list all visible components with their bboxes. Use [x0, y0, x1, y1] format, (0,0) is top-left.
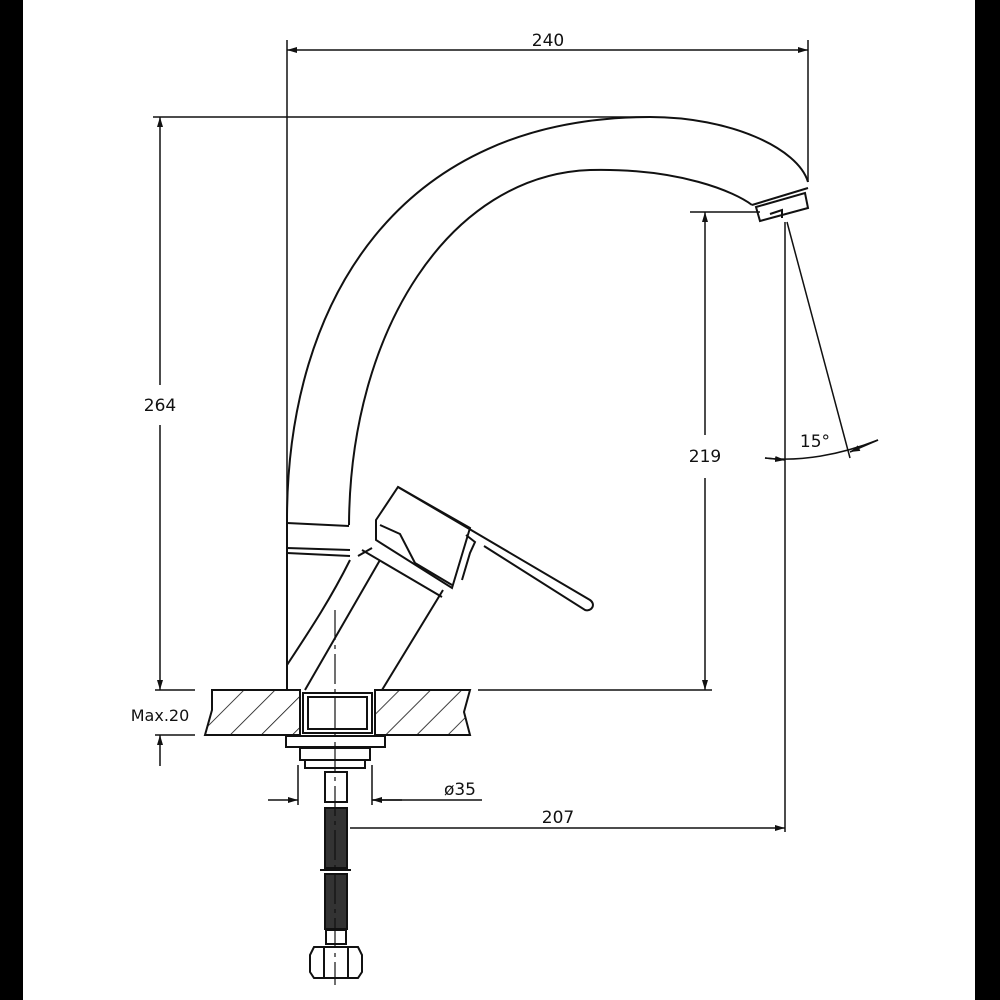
- spout-collar: [286, 522, 351, 557]
- dim-15-degrees: 15°: [800, 432, 830, 452]
- mixer-body: [286, 520, 444, 691]
- countertop-section: [203, 689, 472, 736]
- dim-207: 207: [542, 808, 574, 828]
- dim-264: 264: [144, 396, 176, 416]
- supply-hose: [309, 807, 363, 979]
- dimension-labels: 240 264 219 15° Max.20 ø35 207: [131, 31, 830, 828]
- spout: [286, 115, 810, 526]
- dim-max-20: Max.20: [131, 706, 190, 725]
- right-frame-bar: [975, 0, 1000, 1000]
- dim-diameter-35: ø35: [444, 780, 476, 800]
- left-frame-bar: [0, 0, 23, 1000]
- dim-240: 240: [532, 31, 564, 51]
- lever-handle: [361, 485, 594, 612]
- dim-219: 219: [689, 447, 721, 467]
